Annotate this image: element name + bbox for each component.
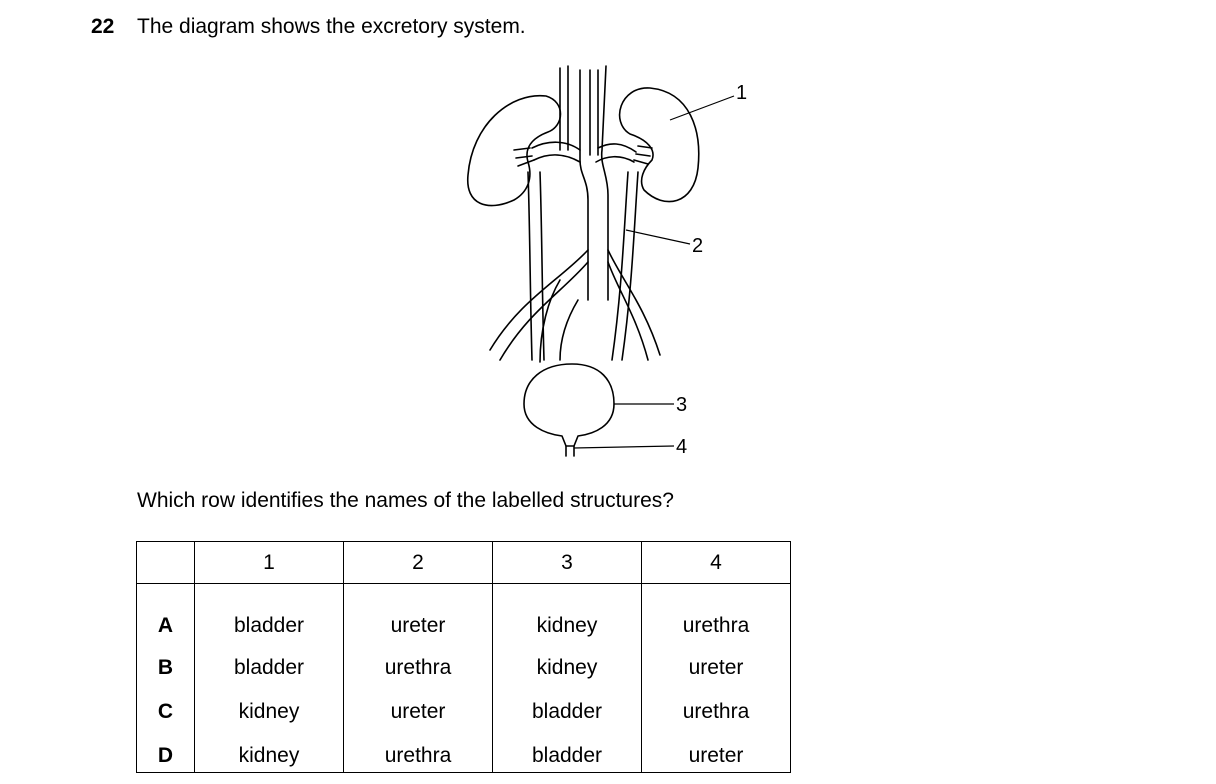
cell-structure-3: bladder	[492, 690, 642, 734]
diagram-label-4: 4	[676, 436, 687, 458]
option-letter: C	[136, 690, 195, 734]
urethra	[565, 445, 575, 457]
cell-structure-2: ureter	[343, 583, 493, 646]
cell-structure-3: kidney	[492, 646, 642, 690]
cell-structure-3: kidney	[492, 583, 642, 646]
header-cell-2: 2	[343, 541, 493, 584]
header-cell-option	[136, 541, 195, 584]
diagram-label-3: 3	[676, 394, 687, 416]
table-header-row: 1 2 3 4	[136, 541, 791, 584]
cell-structure-2: ureter	[343, 690, 493, 734]
table-row[interactable]: B bladder urethra kidney ureter	[136, 646, 791, 690]
left-ureter	[527, 171, 545, 361]
cell-structure-2: urethra	[343, 734, 493, 773]
cell-structure-2: urethra	[343, 646, 493, 690]
header-cell-1: 1	[194, 541, 344, 584]
cell-structure-4: urethra	[641, 583, 791, 646]
cell-structure-4: ureter	[641, 734, 791, 773]
answer-table: 1 2 3 4 A bladder ureter kidney urethra …	[136, 541, 791, 773]
diagram-label-2: 2	[692, 235, 703, 257]
cell-structure-3: bladder	[492, 734, 642, 773]
header-cell-3: 3	[492, 541, 642, 584]
option-letter: D	[136, 734, 195, 773]
table-row[interactable]: D kidney urethra bladder ureter	[136, 734, 791, 773]
table-row[interactable]: C kidney ureter bladder urethra	[136, 690, 791, 734]
bladder	[523, 363, 615, 447]
cell-structure-1: bladder	[194, 583, 344, 646]
question-stem: The diagram shows the excretory system.	[137, 15, 526, 38]
table-row[interactable]: A bladder ureter kidney urethra	[136, 583, 791, 646]
option-letter: A	[136, 583, 195, 646]
option-letter: B	[136, 646, 195, 690]
question-prompt: Which row identifies the names of the la…	[137, 489, 674, 512]
question-number: 22	[91, 15, 115, 38]
diagram-label-1: 1	[736, 82, 747, 104]
cell-structure-4: ureter	[641, 646, 791, 690]
right-kidney	[618, 87, 700, 203]
right-ureter	[611, 171, 639, 361]
left-kidney	[467, 94, 562, 207]
cell-structure-4: urethra	[641, 690, 791, 734]
header-cell-4: 4	[641, 541, 791, 584]
cell-structure-1: bladder	[194, 646, 344, 690]
cell-structure-1: kidney	[194, 734, 344, 773]
cell-structure-1: kidney	[194, 690, 344, 734]
